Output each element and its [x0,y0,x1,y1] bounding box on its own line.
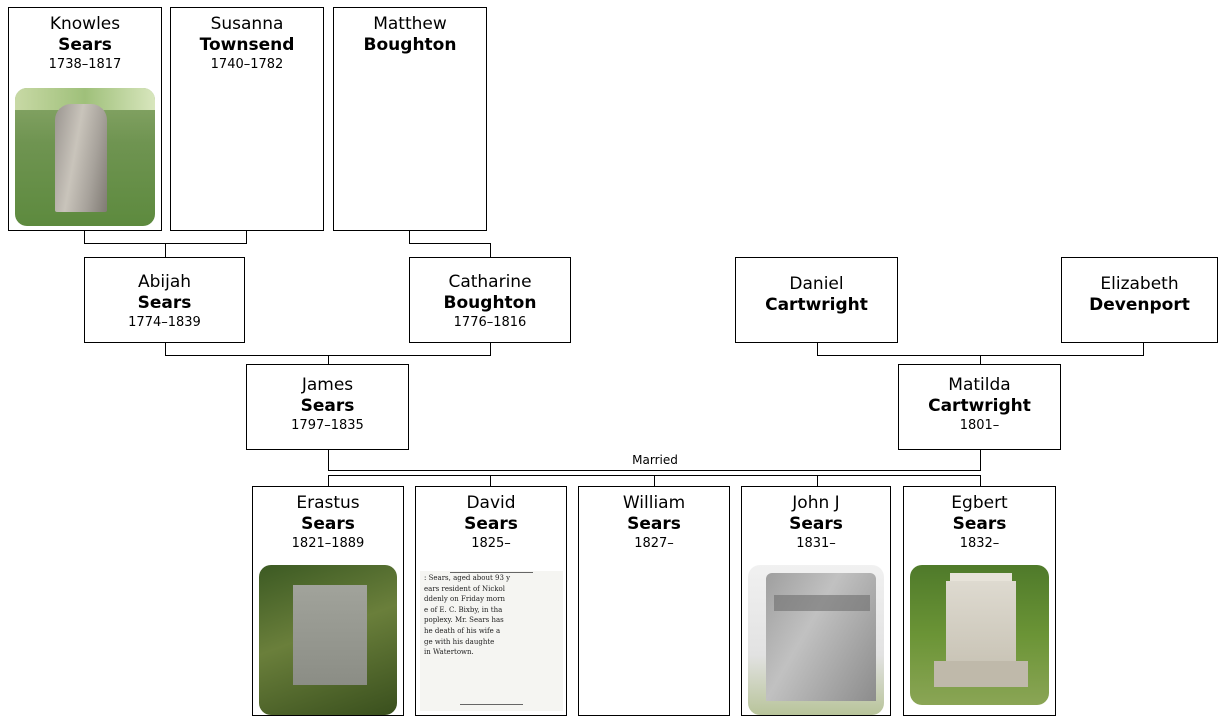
life-dates: 1825– [471,536,511,551]
surname: Sears [58,35,112,55]
connector-line [328,355,329,364]
life-dates: 1821–1889 [291,536,365,551]
given-name: Susanna [210,14,284,34]
given-name: Erastus [296,493,360,513]
gravestone-photo[interactable] [15,88,155,226]
surname: Cartwright [928,396,1031,416]
given-name: Matilda [948,375,1011,395]
gravestone [946,581,1016,665]
life-dates: 1738–1817 [48,57,122,72]
connector-line [165,243,166,257]
surname: Sears [137,293,192,313]
person-card-matthew-boughton[interactable]: Matthew Boughton [333,7,487,231]
given-name: James [301,375,354,395]
given-name: William [622,493,686,513]
clipping-line: poplexy. Mr. Sears has [424,616,504,625]
gravestone-photo[interactable] [259,565,397,715]
given-name: Knowles [49,14,121,34]
given-name: Matthew [373,14,447,34]
connector-line [490,475,491,486]
clipping-rule [450,572,533,573]
connector-line [409,231,410,243]
life-dates: 1827– [634,536,674,551]
person-card-elizabeth-devenport[interactable]: Elizabeth Devenport [1061,257,1218,343]
surname: Boughton [443,293,537,313]
life-dates: 1801– [959,418,1000,433]
connector-line [409,243,491,244]
gravestone-inscription [774,595,870,611]
connector-line [490,243,491,257]
person-card-john-j-sears[interactable]: John J Sears 1831– [741,486,891,716]
surname: Cartwright [765,295,868,315]
person-card-egbert-sears[interactable]: Egbert Sears 1832– [903,486,1056,716]
gravestone-photo[interactable] [910,565,1049,705]
connector-line [654,475,655,486]
given-name: Abijah [137,272,192,292]
gravestone [55,104,107,212]
given-name: Egbert [951,493,1008,513]
given-name: David [466,493,516,513]
surname: Sears [789,514,843,534]
gravestone [293,585,367,685]
gravestone-photo[interactable] [748,565,884,715]
clipping-line: e of E. C. Bixby, in tha [424,605,503,614]
life-dates: 1774–1839 [128,315,201,330]
connector-line [980,355,981,364]
connector-line [328,450,329,470]
person-card-knowles-sears[interactable]: Knowles Sears 1738–1817 [8,7,162,231]
life-dates: 1776–1816 [453,315,527,330]
surname: Sears [627,514,681,534]
relationship-label: Married [620,453,690,467]
connector-line [328,475,329,486]
connector-line [328,470,981,471]
person-card-matilda-cartwright[interactable]: Matilda Cartwright 1801– [898,364,1061,450]
person-card-catharine-boughton[interactable]: Catharine Boughton 1776–1816 [409,257,571,343]
connector-line [980,475,981,486]
life-dates: 1831– [796,536,836,551]
clipping-line: he death of his wife a [424,626,501,635]
life-dates: 1797–1835 [291,418,364,433]
connector-line [84,231,85,243]
surname: Devenport [1089,295,1190,315]
clipping-rule [460,704,523,705]
surname: Sears [300,396,355,416]
person-card-daniel-cartwright[interactable]: Daniel Cartwright [735,257,898,343]
gravestone [766,573,876,701]
person-card-erastus-sears[interactable]: Erastus Sears 1821–1889 [252,486,404,716]
clipping-line: ge with his daughte [424,637,495,646]
surname: Sears [952,514,1007,534]
connector-line [165,343,166,355]
connector-line [246,231,247,243]
life-dates: 1832– [959,536,1000,551]
surname: Boughton [363,35,457,55]
connector-line [1143,343,1144,355]
newspaper-clipping[interactable]: : Sears, aged about 93 y ears resident o… [420,571,563,711]
connector-line [817,475,818,486]
person-card-abijah-sears[interactable]: Abijah Sears 1774–1839 [84,257,245,343]
connector-line [980,450,981,470]
clipping-line: ears resident of Nickol [424,584,505,593]
given-name: Elizabeth [1100,274,1179,294]
clipping-line: ddenly on Friday morn [424,595,505,604]
person-card-david-sears[interactable]: David Sears 1825– : Sears, aged about 93… [415,486,567,716]
surname: Sears [301,514,355,534]
gravestone-base [934,661,1028,687]
clipping-text: : Sears, aged about 93 y ears resident o… [424,573,559,658]
clipping-line: in Watertown. [424,648,474,657]
surname: Sears [464,514,518,534]
given-name: Catharine [448,272,532,292]
person-card-james-sears[interactable]: James Sears 1797–1835 [246,364,409,450]
clipping-line: : Sears, aged about 93 y [424,574,511,582]
life-dates: 1740–1782 [210,57,284,72]
tree-foliage [15,88,155,110]
person-card-susanna-townsend[interactable]: Susanna Townsend 1740–1782 [170,7,324,231]
person-card-william-sears[interactable]: William Sears 1827– [578,486,730,716]
connector-line [490,343,491,355]
connector-line [817,343,818,355]
surname: Townsend [199,35,295,55]
given-name: John J [792,493,840,513]
given-name: Daniel [789,274,844,294]
